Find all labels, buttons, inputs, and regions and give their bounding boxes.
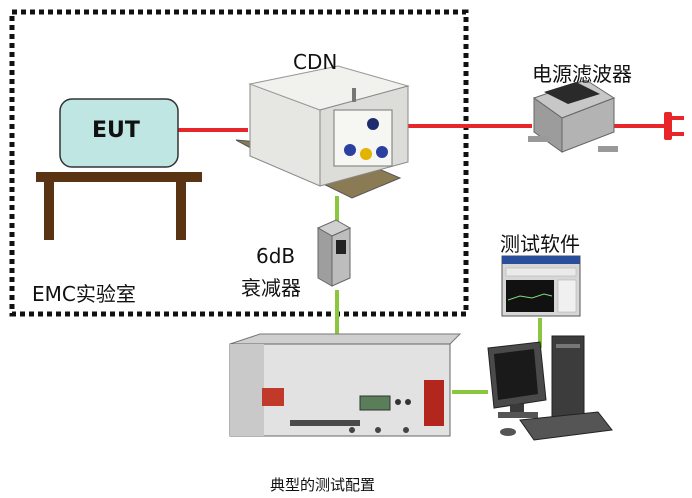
eut-label: EUT	[92, 118, 140, 143]
power-filter-label: 电源滤波器	[532, 62, 632, 86]
software-screen-icon	[501, 255, 581, 317]
cdn-box-icon	[235, 65, 410, 199]
lab-boundary	[9, 9, 469, 317]
test-system-icon	[229, 333, 462, 437]
plug-icon	[664, 112, 684, 140]
software-label: 测试软件	[500, 232, 580, 256]
cdn-label: CDN	[293, 50, 338, 74]
lab-label: EMC实验室	[32, 282, 136, 306]
attenuator-label-line1: 6dB	[256, 244, 296, 268]
filter-icon	[528, 79, 618, 153]
attenuator-label-line2: 衰减器	[241, 276, 301, 300]
computer-icon	[487, 335, 613, 441]
diagram-caption: 典型的测试配置	[270, 476, 376, 494]
attenuator-icon	[316, 219, 352, 287]
table-icon	[36, 172, 202, 240]
eut-box	[59, 98, 179, 168]
